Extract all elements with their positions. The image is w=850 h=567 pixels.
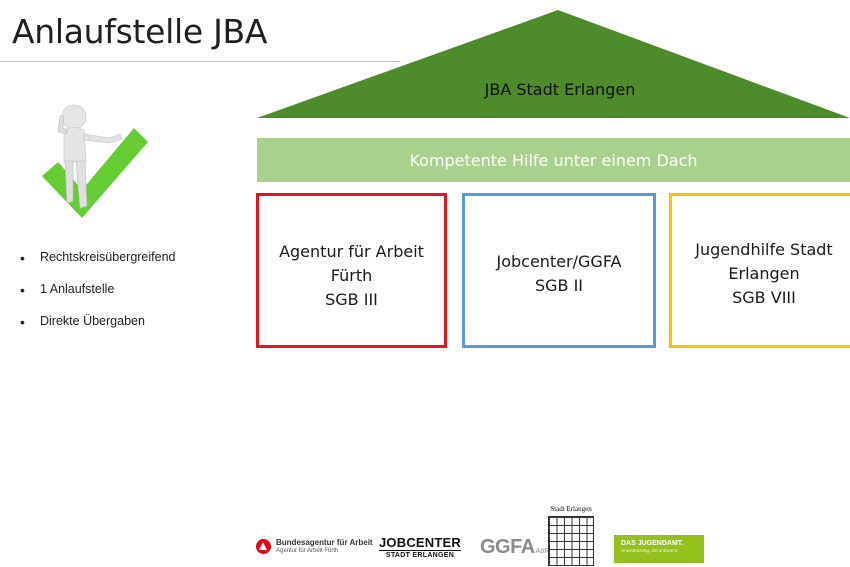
bullet-dot-icon: • (20, 282, 25, 298)
jugendamt-sub: Unterstützung, die ankommt. (621, 548, 679, 553)
stadt-erlangen-logo: Stadt Erlangen (548, 505, 594, 567)
box-line: SGB VIII (732, 288, 796, 307)
bullet-list: • Rechtskreisübergreifend • 1 Anlaufstelle… (20, 250, 176, 346)
bullet-dot-icon: • (20, 314, 25, 330)
box-agentur-fuer-arbeit: Agentur für Arbeit Fürth SGB III (256, 193, 447, 348)
list-item: • 1 Anlaufstelle (20, 282, 176, 314)
box-jobcenter: Jobcenter/GGFA SGB II (462, 193, 656, 348)
banner: Kompetente Hilfe unter einem Dach (257, 138, 850, 182)
bullet-text: Rechtskreisübergreifend (40, 250, 176, 264)
bundesagentur-logo: Bundesagentur für Arbeit Agentur für Arb… (256, 538, 373, 555)
jugendamt-logo: DAS JUGENDAMT. Unterstützung, die ankomm… (614, 535, 704, 563)
partner-logos: Bundesagentur für Arbeit Agentur für Arb… (256, 505, 716, 567)
stadt-erlangen-grid-icon (548, 516, 594, 566)
bullet-text: Direkte Übergaben (40, 314, 145, 328)
bundesagentur-sub: Agentur für Arbeit Fürth (276, 548, 339, 554)
slide-title: Anlaufstelle JBA (12, 12, 268, 51)
box-jugendhilfe: Jugendhilfe Stadt Erlangen SGB VIII (669, 193, 850, 348)
jobcenter-sub: STADT ERLANGEN (385, 552, 455, 559)
box-line: SGB II (534, 276, 584, 295)
roof-triangle (257, 10, 850, 118)
roof-label: JBA Stadt Erlangen (484, 80, 636, 99)
ggfa-logo: GGFA AöR (480, 536, 549, 559)
box-line: Fürth (330, 266, 373, 285)
box-line: Agentur für Arbeit (279, 242, 424, 261)
stadt-erlangen-label: Stadt Erlangen (550, 505, 592, 513)
box-line: SGB III (325, 290, 378, 309)
bundesagentur-name: Bundesagentur für Arbeit (276, 538, 373, 547)
person-with-checkmark-icon (42, 104, 148, 218)
jobcenter-name: JOBCENTER (379, 535, 461, 551)
banner-text: Kompetente Hilfe unter einem Dach (409, 150, 698, 170)
bullet-text: 1 Anlaufstelle (40, 282, 115, 296)
jobcenter-logo: JOBCENTER STADT ERLANGEN (379, 536, 461, 560)
ggfa-suffix: AöR (535, 548, 550, 555)
bundesagentur-mark-icon (256, 539, 271, 554)
list-item: • Rechtskreisübergreifend (20, 250, 176, 282)
list-item: • Direkte Übergaben (20, 314, 176, 346)
ggfa-name: GGFA (480, 536, 535, 558)
bullet-dot-icon: • (20, 250, 25, 266)
box-line: Jugendhilfe Stadt (695, 240, 833, 259)
box-line: Jobcenter/GGFA (496, 252, 622, 271)
box-line: Erlangen (728, 264, 800, 283)
title-underline (0, 61, 400, 62)
jugendamt-name: DAS JUGENDAMT. (621, 540, 684, 547)
